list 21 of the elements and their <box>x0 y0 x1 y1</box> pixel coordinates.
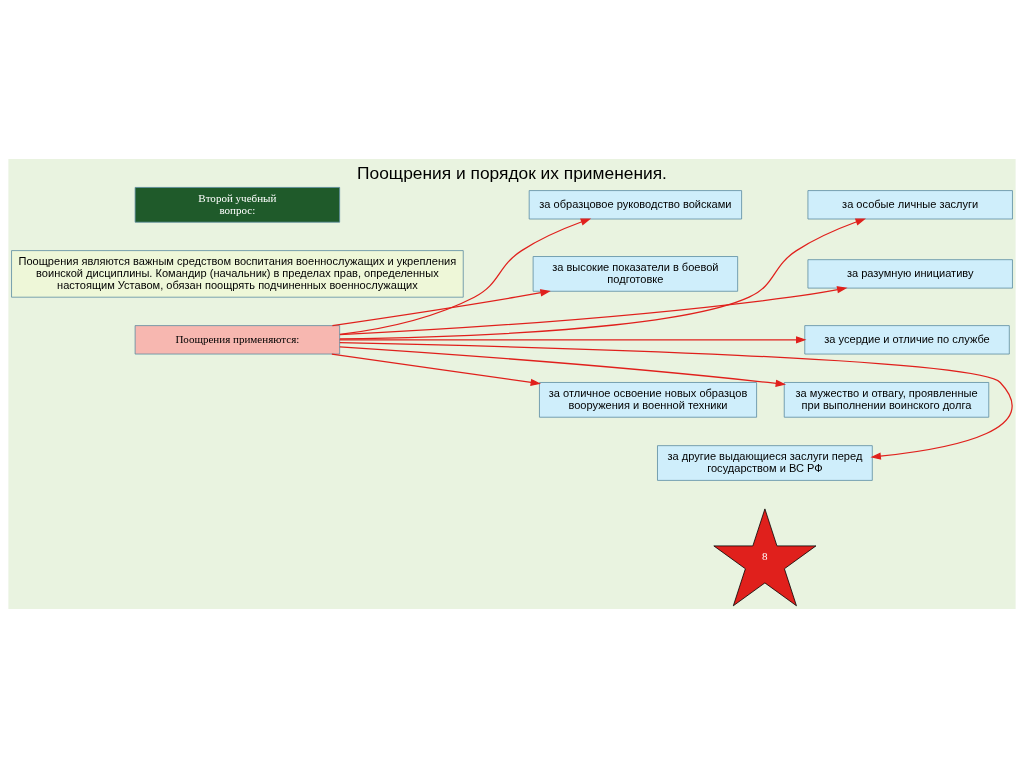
arrow <box>339 217 592 335</box>
node-box: Поощрения применяются: <box>134 324 341 354</box>
diagram-title: Поощрения и порядок их применения. <box>357 162 667 183</box>
node-box: за отличное освоение новых образцов вооружения и военной техники <box>539 381 757 418</box>
node-box: Второй учебный вопрос: <box>134 186 341 223</box>
arrow <box>339 345 787 387</box>
node-box: за мужество и отвагу, проявленные при выполнении воинского долга <box>783 381 990 418</box>
node-box: за другие выдающиеся заслуги перед государством и ВС РФ <box>657 444 873 481</box>
arrow <box>339 217 866 339</box>
node-box: за образцовое руководство войсками <box>528 189 742 219</box>
arrow <box>339 335 807 343</box>
node-box: за особые личные заслуги <box>807 189 1013 219</box>
arrow <box>339 341 1013 460</box>
arrow <box>331 288 551 326</box>
arrow <box>339 285 848 335</box>
node-box: за высокие показатели в боевой подготовке <box>532 255 739 292</box>
node-box: за разумную инициативу <box>807 258 1013 288</box>
arrow <box>331 352 541 386</box>
node-box: за усердие и отличие по службе <box>804 324 1010 354</box>
node-box: Поощрения являются важным средством воспитания военнослужащих и укрепления воинской дисциплины. Командир (начальник) в пределах прав, определенных настоящим Уставом, обязан поощрять подчиненных военнослужащих <box>11 249 464 298</box>
label: 8 <box>762 549 768 562</box>
